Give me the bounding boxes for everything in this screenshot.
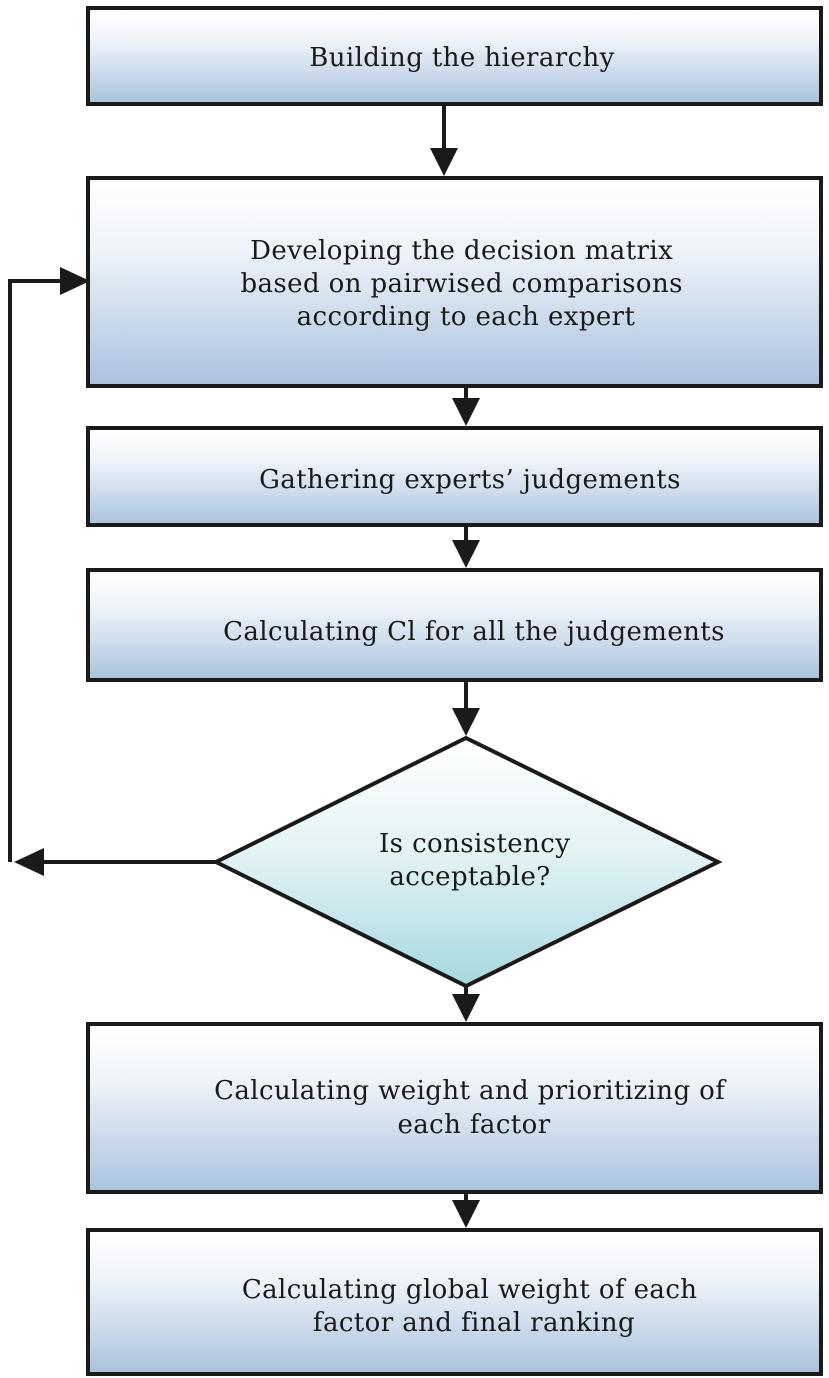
step-label-line: Calculating Cl for all the judgements	[223, 617, 725, 647]
arrow-decision-to-weight	[452, 986, 480, 1022]
decision-consistency: Is consistency acceptable?	[211, 735, 723, 989]
step-global-weight: Calculating global weight of each factor…	[86, 1228, 823, 1376]
step-label-line: based on pairwised comparisons	[240, 269, 682, 299]
arrow-ci-to-decision	[452, 680, 480, 736]
step-decision-matrix: Developing the decision matrix based on …	[86, 176, 823, 388]
step-label-line: each factor	[397, 1110, 550, 1140]
arrow-build-to-matrix	[430, 104, 458, 176]
decision-label-line: acceptable?	[389, 862, 550, 892]
step-weight-prioritize: Calculating weight and prioritizing of e…	[86, 1022, 823, 1194]
step-build-hierarchy: Building the hierarchy	[86, 6, 823, 106]
step-label-line: according to each expert	[297, 302, 636, 332]
step-label: Calculating global weight of each factor…	[242, 1275, 706, 1338]
arrow-matrix-to-gather	[452, 386, 480, 426]
arrow-weight-to-global	[452, 1192, 480, 1228]
step-label-line: Developing the decision matrix	[250, 236, 673, 266]
step-label: Calculating Cl for all the judgements	[223, 617, 725, 647]
step-label: Gathering experts’ judgements	[259, 465, 681, 495]
step-label: Building the hierarchy	[309, 43, 615, 73]
feedback-loop-arrow	[8, 267, 216, 876]
decision-label: Is consistency acceptable?	[379, 829, 579, 892]
step-label: Calculating weight and prioritizing of e…	[214, 1076, 734, 1140]
step-gather-judgements: Gathering experts’ judgements	[86, 426, 823, 527]
connectors	[8, 104, 480, 1228]
step-label-line: Calculating global weight of each	[242, 1275, 698, 1305]
step-label-line: Calculating weight and prioritizing of	[214, 1076, 727, 1106]
decision-label-line: Is consistency	[379, 829, 570, 859]
step-calculate-ci: Calculating Cl for all the judgements	[86, 568, 823, 682]
step-label: Developing the decision matrix based on …	[240, 236, 691, 332]
step-label-line: factor and final ranking	[313, 1308, 635, 1338]
arrow-gather-to-ci	[452, 525, 480, 568]
step-label-line: Building the hierarchy	[309, 43, 615, 73]
step-label-line: Gathering experts’ judgements	[259, 465, 681, 495]
